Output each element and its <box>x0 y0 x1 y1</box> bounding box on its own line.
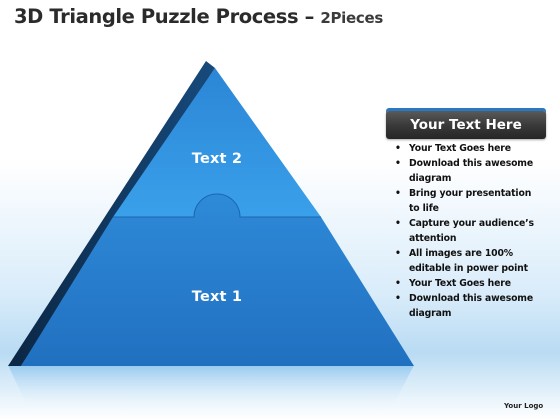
puzzle-piece-bottom <box>21 194 414 366</box>
bullet-item: • Your Text Goes here <box>392 141 542 156</box>
piece-label-text-2: Text 2 <box>191 151 243 167</box>
bullet-dot-icon: • <box>395 188 401 199</box>
title-dash: – <box>304 5 315 28</box>
bullet-dot-icon: • <box>395 278 401 289</box>
title-subtitle: 2Pieces <box>320 9 383 27</box>
puzzle-piece-top <box>113 68 321 217</box>
bullet-dot-icon: • <box>395 158 401 169</box>
bullet-dot-icon: • <box>395 248 401 259</box>
puzzle-seam <box>113 193 321 218</box>
bullet-text-cont: to life <box>409 203 439 214</box>
bullet-dot-icon: • <box>395 143 401 154</box>
title-main: 3D Triangle Puzzle Process <box>14 5 299 28</box>
bullet-text: All images are 100% <box>409 248 513 259</box>
bullet-text: Download this awesome <box>409 293 534 304</box>
bullet-text: Your Text Goes here <box>409 143 511 154</box>
info-bullet-list: • Your Text Goes here • Download this awes… <box>392 141 542 321</box>
bullet-text-cont: editable in power point <box>409 263 528 274</box>
bullet-dot-icon: • <box>395 293 401 304</box>
bullet-text: Bring your presentation <box>409 188 532 199</box>
logo-text: Your Logo <box>504 402 544 410</box>
bullet-item: • Download this awesome diagram <box>392 156 542 186</box>
bullet-item: • Capture your audience’s attention <box>392 216 542 246</box>
bullet-text: Download this awesome <box>409 158 534 169</box>
bullet-text: Capture your audience’s <box>409 218 534 229</box>
bullet-text-cont: attention <box>409 233 457 244</box>
info-panel-header: Your Text Here <box>386 111 546 139</box>
pyramid-side-face <box>8 61 215 366</box>
pyramid-reflection <box>8 365 414 412</box>
bullet-item: • Download this awesome diagram <box>392 291 542 321</box>
bullet-item: • Your Text Goes here <box>392 276 542 291</box>
piece-label-text-1: Text 1 <box>191 289 243 305</box>
slide-title: 3D Triangle Puzzle Process – 2Pieces <box>14 5 383 28</box>
bullet-text-cont: diagram <box>409 173 452 184</box>
bullet-item: • All images are 100% editable in power po… <box>392 246 542 276</box>
bullet-text: Your Text Goes here <box>409 278 511 289</box>
bullet-dot-icon: • <box>395 218 401 229</box>
bullet-text-cont: diagram <box>409 308 452 319</box>
bullet-item: • Bring your presentation to life <box>392 186 542 216</box>
